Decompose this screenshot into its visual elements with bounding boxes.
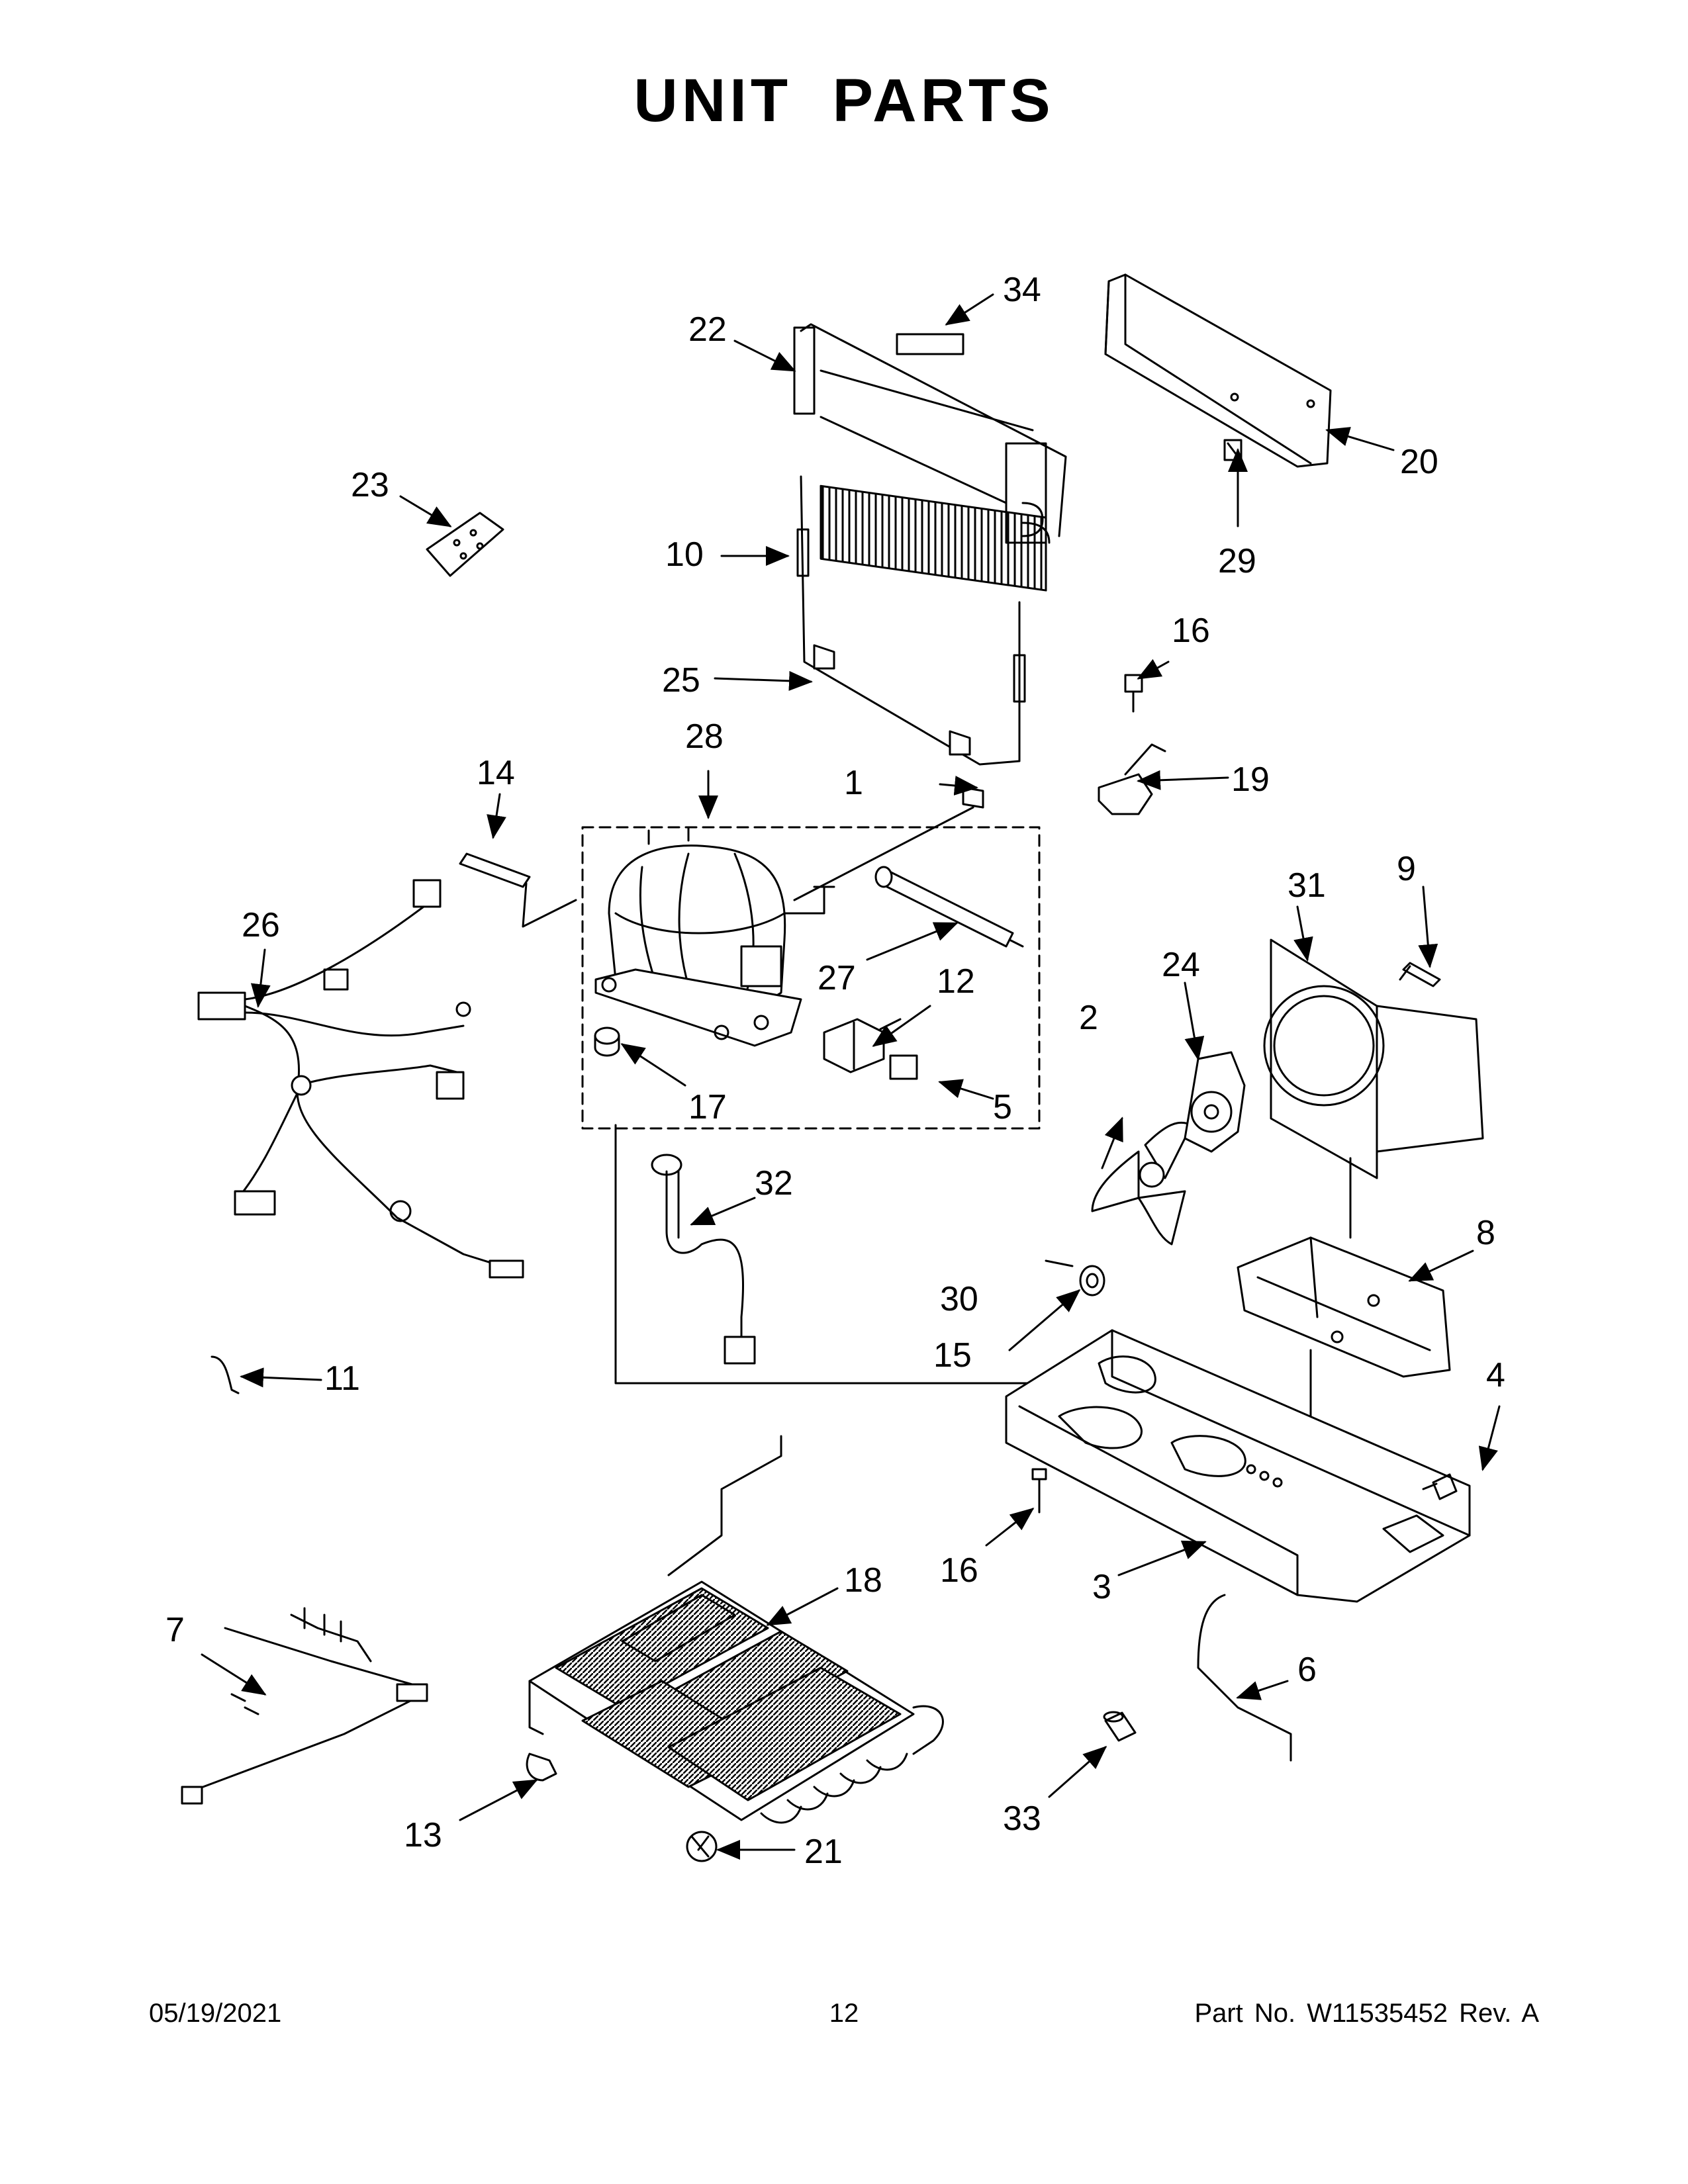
callout-11: 11 [324,1359,360,1398]
callout-15: 15 [933,1336,972,1375]
mounting-plate [426,512,504,577]
relay [823,1018,902,1073]
condenser-coil [793,323,1067,592]
ground-strap [459,852,577,928]
footer-page-number: 12 [829,1999,859,2028]
callout-18: 18 [844,1561,882,1600]
callout-33: 33 [1003,1799,1041,1838]
drier [874,866,1024,948]
callout-23: 23 [351,466,389,504]
footer-part-number: Part No. W11535452 Rev. A [1194,1999,1539,2028]
sensor [686,1831,718,1862]
callout-2: 2 [1079,999,1098,1037]
screw-bottom [1031,1468,1047,1514]
condenser-tubing [796,475,1026,766]
callout-13: 13 [404,1816,442,1854]
screw-top [1124,674,1143,713]
callout-20: 20 [1400,443,1438,481]
callout-1: 1 [844,764,863,802]
callout-27: 27 [818,959,856,997]
drain-tube [1197,1594,1292,1762]
system-line [614,1124,1080,1385]
page-title: UNIT PARTS [633,67,1055,134]
callout-14: 14 [477,754,515,792]
callout-9: 9 [1397,850,1416,888]
callout-4: 4 [1486,1356,1505,1394]
pin [1045,1259,1074,1267]
callout-30: 30 [940,1280,978,1318]
overload-cover [889,1054,918,1080]
callout-17: 17 [688,1088,727,1126]
cap [1103,1711,1137,1742]
callout-25: 25 [662,661,700,700]
wire-clip [211,1355,240,1394]
callout-12: 12 [937,962,975,1001]
callout-31: 31 [1288,866,1326,905]
evaporator-coil [528,1435,944,1824]
callout-8: 8 [1476,1214,1495,1252]
callout-10: 10 [665,535,704,574]
compressor-grommet [594,1026,620,1057]
callout-26: 26 [242,906,280,944]
bracket [1098,743,1166,815]
evaporator-clip [526,1752,557,1782]
water-tube [651,1154,756,1365]
callout-22: 22 [688,310,727,349]
callout-3: 3 [1092,1568,1111,1606]
callout-7: 7 [165,1611,185,1649]
bushing [1079,1265,1105,1297]
callout-arrows [201,293,1501,1860]
callout-19: 19 [1231,760,1270,799]
callout-16-top: 16 [1172,612,1210,650]
compressor-group-outline [581,826,1041,1130]
fan-shroud [1263,938,1484,1179]
callout-34: 34 [1003,271,1041,309]
callout-5: 5 [993,1088,1012,1126]
shroud-screw [1399,962,1441,987]
callout-21: 21 [804,1833,843,1871]
callout-labels: 1 2 3 4 5 6 7 8 9 10 11 12 13 14 15 16 1… [165,271,1505,1871]
callout-24: 24 [1162,946,1200,984]
motor-bracket [1237,1236,1451,1378]
callout-6: 6 [1297,1651,1317,1689]
fan-motor [1184,1051,1246,1153]
fan-blade [1091,1121,1193,1246]
duct [1104,273,1332,468]
callout-32: 32 [755,1164,793,1203]
callout-29: 29 [1218,542,1256,580]
base-pan [1005,1329,1471,1603]
base-screw [1422,1473,1458,1500]
evaporator-harness [181,1607,428,1805]
footer-date: 05/19/2021 [149,1999,282,2028]
compressor [594,826,835,1047]
callout-16-bottom: 16 [940,1551,978,1590]
callout-28: 28 [685,717,724,756]
